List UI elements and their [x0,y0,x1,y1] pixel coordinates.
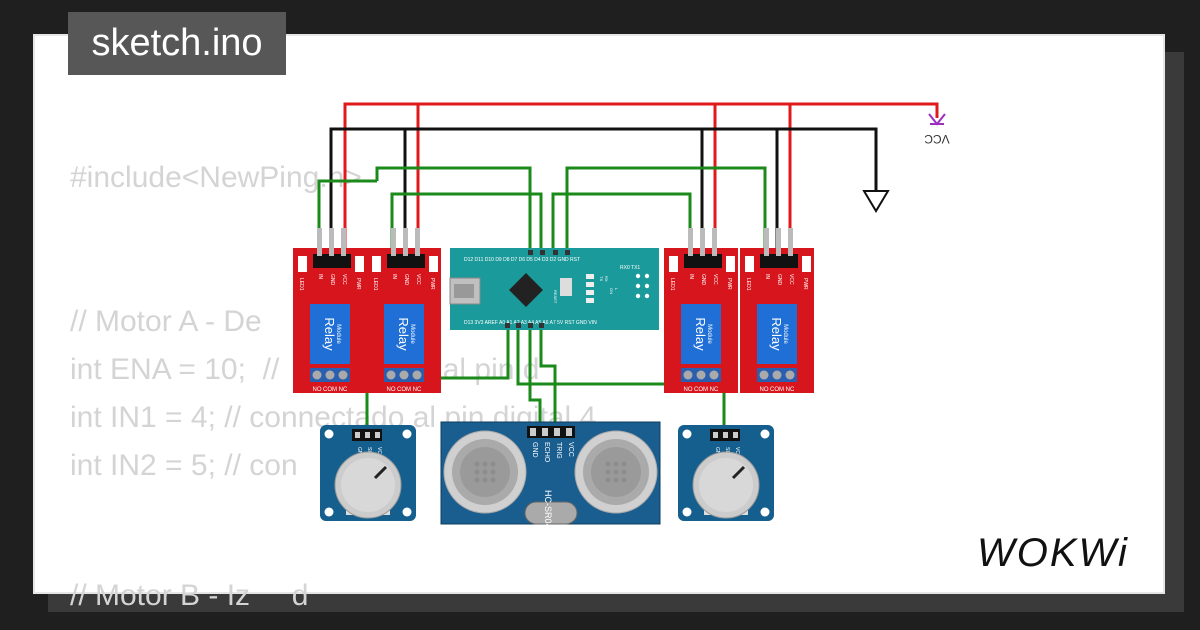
svg-text:ECHO: ECHO [543,442,550,463]
wokwi-logo: WOKWi [977,531,1129,575]
svg-text:GND: GND [329,274,335,286]
svg-text:VCC: VCC [415,274,421,285]
svg-text:Relay: Relay [322,317,337,351]
svg-text:COM: COM [694,387,708,393]
top-pin-labels: D12 D11 D10 D9 D8 D7 D6 D5 D4 D3 D2 GND … [464,257,580,263]
svg-text:NO: NO [313,387,322,393]
knob-indicator [373,465,388,480]
code-line: // Motor B - Iz d [70,579,309,612]
svg-text:LED1: LED1 [669,278,675,291]
svg-text:NC: NC [339,387,348,393]
svg-text:IN: IN [317,274,323,279]
svg-text:L: L [614,288,619,291]
svg-text:Module: Module [335,324,341,344]
svg-text:NO: NO [684,387,693,393]
relay-module-1[interactable]: IN GND VCC LED1 PWR Relay Module NO COM … [293,228,367,393]
svg-text:VCC: VCC [376,447,382,458]
svg-text:GND: GND [403,274,409,286]
svg-text:LED1: LED1 [298,278,304,291]
svg-text:TRIG: TRIG [555,442,562,459]
code-line: // Motor A - De [70,305,262,338]
svg-text:GND: GND [531,442,538,458]
svg-text:VCC: VCC [712,274,718,285]
svg-text:SIG: SIG [724,447,730,456]
svg-text:VCC: VCC [567,442,574,457]
svg-text:PWR: PWR [355,278,361,290]
ground-wires [329,127,878,255]
svg-text:IN: IN [764,274,770,279]
svg-text:COM: COM [397,387,411,393]
relay-module-3[interactable]: IN GND VCC LED1 PWR Relay Module NO COM … [664,228,738,393]
svg-text:NO: NO [387,387,396,393]
svg-text:VCC: VCC [788,274,794,285]
reset-button [560,278,572,296]
relay-module-4[interactable]: IN GND VCC LED1 PWR Relay Module NO COM … [740,228,814,393]
svg-text:IN: IN [688,274,694,279]
vcc-symbol: VCC [924,113,950,146]
svg-text:COM: COM [770,387,784,393]
power-wires [343,102,939,255]
ground-symbol [862,190,890,213]
svg-text:SIG: SIG [366,447,372,456]
svg-text:WOKWi: WOKWi [977,531,1129,575]
svg-text:NC: NC [786,387,795,393]
svg-text:GND: GND [776,274,782,286]
svg-text:TX: TX [599,276,604,281]
svg-text:PWR: PWR [429,278,435,290]
svg-text:COM: COM [323,387,337,393]
potentiometer-1[interactable]: GND SIG VCC [320,425,416,521]
svg-text:RX0 TX1: RX0 TX1 [620,265,640,271]
filename-tab[interactable]: sketch.ino [68,12,286,75]
svg-text:Module: Module [706,324,712,344]
svg-text:VCC: VCC [341,274,347,285]
vcc-label: VCC [924,132,950,146]
code-line: #include<NewPing.h> [70,161,362,194]
svg-text:Module: Module [409,324,415,344]
svg-text:NC: NC [413,387,422,393]
svg-text:VCC: VCC [734,447,740,458]
svg-text:LED1: LED1 [372,278,378,291]
potentiometer-2[interactable]: GND SIG VCC [678,425,774,521]
svg-text:ON: ON [609,288,614,294]
svg-text:Relay: Relay [396,317,411,351]
svg-text:RX: RX [604,276,609,282]
svg-text:NC: NC [710,387,719,393]
arduino-nano[interactable]: D12 D11 D10 D9 D8 D7 D6 D5 D4 D3 D2 GND … [449,248,659,330]
svg-text:IN: IN [391,274,397,279]
svg-text:Module: Module [782,324,788,344]
ultrasonic-sensor[interactable]: GND ECHO TRIG VCC HC-SR04 [440,421,661,529]
svg-text:PWR: PWR [802,278,808,290]
relay-module-2[interactable]: IN GND VCC LED1 PWR Relay Module NO COM … [367,228,441,393]
svg-text:LED1: LED1 [745,278,751,291]
svg-text:RESET: RESET [553,290,558,304]
svg-text:Relay: Relay [769,317,784,351]
sensor-label: HC-SR04 [543,490,553,529]
svg-text:NO: NO [760,387,769,393]
svg-text:Relay: Relay [693,317,708,351]
knob-indicator [731,465,746,480]
svg-text:GND: GND [700,274,706,286]
svg-text:PWR: PWR [726,278,732,290]
